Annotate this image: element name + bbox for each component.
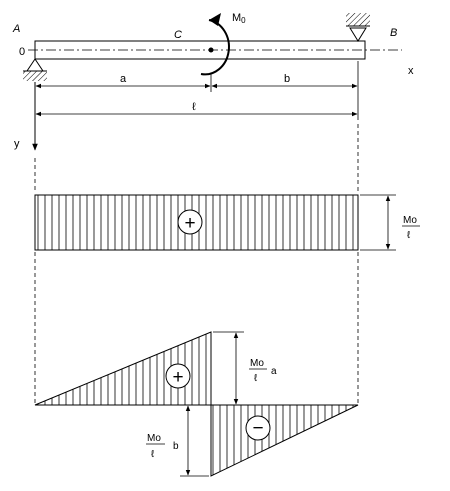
- moment-neg-numerator: Mo: [147, 433, 161, 444]
- moment-positive-sign: +: [172, 367, 183, 388]
- label-y-axis: y: [14, 138, 20, 150]
- label-a-point: A: [12, 23, 20, 35]
- shear-value-denominator: ℓ: [407, 230, 411, 241]
- moment-positive-area: [34, 331, 212, 406]
- label-x-axis: x: [408, 65, 414, 77]
- moment-negative-sign-circle: [245, 415, 271, 441]
- label-b-point: B: [390, 27, 397, 39]
- label-origin: 0: [19, 46, 25, 58]
- applied-moment: [200, 13, 230, 76]
- label-moment: M0: [232, 12, 246, 25]
- shear-diagram: + Mo ℓ: [34, 194, 420, 251]
- moment-negative-sign: −: [252, 418, 263, 439]
- right-support: [346, 13, 370, 42]
- shear-sign: +: [184, 213, 195, 234]
- label-c-point: C: [174, 29, 182, 41]
- moment-pos-factor: a: [271, 366, 277, 377]
- beam-group: A B C 0 x y M0 a b ℓ: [12, 12, 414, 151]
- moment-neg-denominator: ℓ: [151, 449, 155, 460]
- shear-value-numerator: Mo: [403, 215, 417, 226]
- label-segment-b: b: [284, 73, 290, 85]
- moment-neg-factor: b: [173, 441, 179, 452]
- label-segment-a: a: [120, 73, 127, 85]
- shear-sign-circle: [177, 209, 203, 235]
- left-support: [23, 58, 47, 81]
- moment-positive-sign-circle: [165, 363, 191, 389]
- moment-point-dot: [208, 47, 214, 53]
- label-length: ℓ: [192, 101, 196, 113]
- moment-pos-denominator: ℓ: [254, 373, 258, 384]
- moment-diagram: + − Mo ℓ a Mo ℓ b: [34, 331, 359, 477]
- moment-pos-numerator: Mo: [250, 358, 264, 369]
- moment-arrowhead-icon: [209, 13, 221, 26]
- moment-negative-area: [210, 404, 359, 477]
